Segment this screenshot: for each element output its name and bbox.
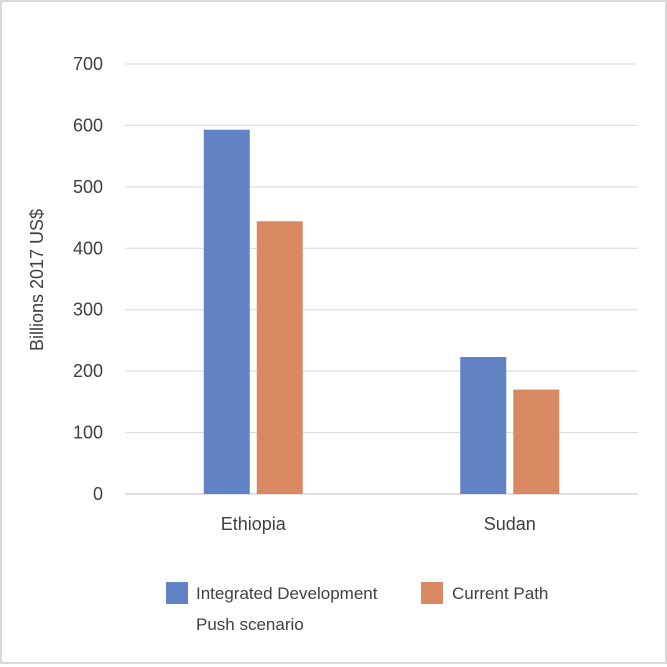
gridlines	[125, 63, 638, 495]
legend-label-series-1-line2: Push scenario	[196, 615, 304, 634]
legend: Integrated Development Push scenario Cur…	[166, 582, 548, 634]
y-tick-label-300: 300	[73, 300, 103, 320]
legend-label-series-1-line1: Integrated Development	[196, 584, 378, 603]
bar-ethiopia-series-1	[203, 129, 250, 494]
y-tick-labels: 0 100 200 300 400 500 600 700	[73, 54, 103, 504]
bar-sudan-series-2	[513, 389, 560, 494]
y-tick-label-700: 700	[73, 54, 103, 74]
y-tick-label-0: 0	[93, 484, 103, 504]
bars	[203, 129, 560, 494]
legend-label-series-2: Current Path	[452, 584, 548, 603]
category-label-ethiopia: Ethiopia	[221, 514, 287, 534]
bar-ethiopia-series-2	[256, 221, 303, 494]
y-tick-label-600: 600	[73, 115, 103, 135]
y-axis-label: Billions 2017 US$	[27, 209, 47, 351]
y-tick-label-500: 500	[73, 177, 103, 197]
bar-sudan-series-1	[460, 357, 507, 494]
legend-swatch-series-1	[166, 582, 188, 604]
legend-swatch-series-2	[421, 582, 443, 604]
category-label-sudan: Sudan	[484, 514, 536, 534]
category-labels: Ethiopia Sudan	[221, 514, 536, 534]
y-tick-label-400: 400	[73, 238, 103, 258]
y-tick-label-200: 200	[73, 361, 103, 381]
y-tick-label-100: 100	[73, 423, 103, 443]
